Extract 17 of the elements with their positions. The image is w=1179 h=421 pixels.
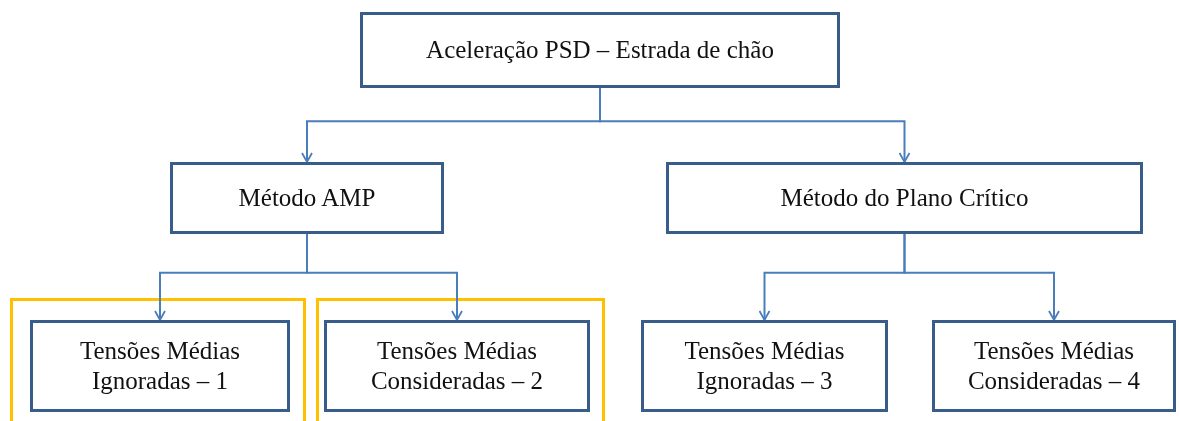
box-label: Tensões Médias Consideradas – 2 [369,336,545,396]
process-box [30,320,290,412]
box-label: Método AMP [238,183,376,213]
box-label: Tensões Médias Ignoradas – 3 [683,336,846,396]
process-box [666,162,1143,234]
process-box [324,320,590,412]
box-label: Aceleração PSD – Estrada de chão [426,35,774,65]
connector-arrow [306,233,463,321]
connector-arrow [903,233,1060,321]
process-box [641,320,888,412]
process-box [170,162,444,234]
box-label: Tensões Médias Consideradas – 4 [966,336,1142,396]
connector-arrow [599,87,911,163]
process-box [932,320,1176,412]
box-label: Método do Plano Crítico [780,183,1029,213]
process-box [360,12,840,88]
box-label: Tensões Médias Ignoradas – 1 [79,336,241,396]
